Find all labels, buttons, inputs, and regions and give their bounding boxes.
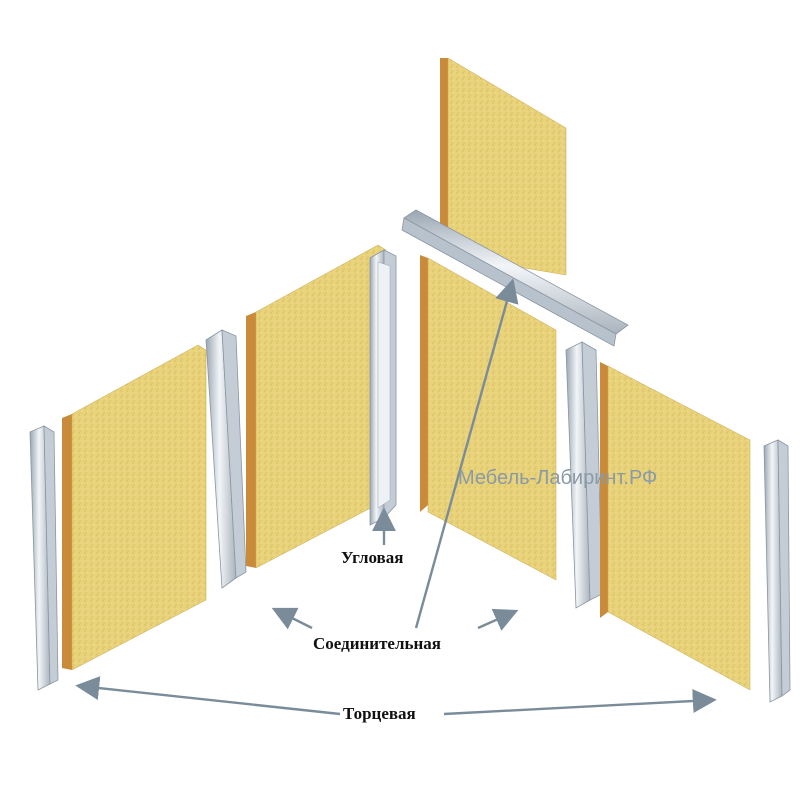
arrow-to-left-end bbox=[75, 676, 341, 716]
corner-profile bbox=[369, 249, 397, 526]
arrows bbox=[75, 278, 717, 716]
arrow-to-right-end bbox=[443, 689, 717, 716]
arrow-to-left-connector bbox=[271, 607, 313, 630]
watermark-text: Мебель-Лабиринт.РФ bbox=[458, 467, 658, 489]
label-connecting: Соединительная bbox=[310, 634, 444, 654]
panel-left-back bbox=[246, 244, 387, 569]
panel-right-back bbox=[420, 255, 557, 581]
arrow-to-right-connector bbox=[477, 608, 519, 631]
label-corner: Угловая bbox=[338, 548, 407, 568]
panel-left-front bbox=[62, 344, 207, 671]
connecting-profile-right bbox=[565, 341, 603, 609]
label-end: Торцевая bbox=[340, 704, 419, 724]
end-profile-right bbox=[763, 439, 791, 703]
panel-top bbox=[440, 57, 567, 276]
panel-right-front bbox=[600, 362, 751, 691]
end-profile-left bbox=[29, 425, 59, 691]
arrow-to-top-profile bbox=[414, 278, 519, 629]
connecting-profile-left bbox=[205, 329, 247, 589]
